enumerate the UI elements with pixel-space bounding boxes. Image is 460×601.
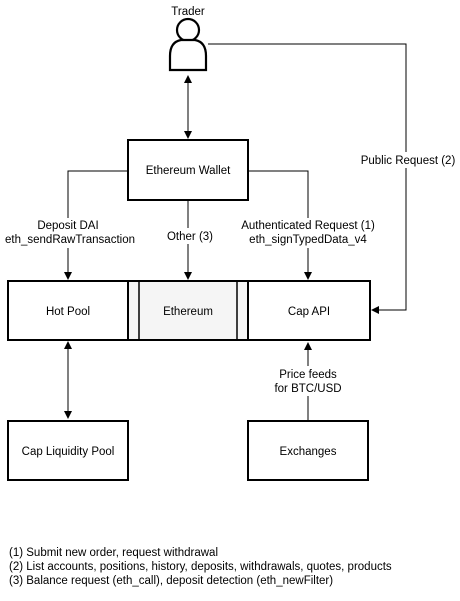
public-request-label-bg	[356, 152, 460, 168]
exchanges-label: Exchanges	[280, 446, 337, 458]
footnote-1: (1) Submit new order, request withdrawal	[9, 547, 219, 559]
cap-api-box	[247, 280, 371, 341]
ethereum-box	[127, 280, 249, 341]
public-request-edge	[208, 43, 407, 314]
price-feeds-label-bg	[268, 366, 350, 396]
cap-liquidity-pool-box	[7, 420, 129, 481]
footnote-3: (3) Balance request (eth_call), deposit …	[9, 575, 334, 587]
ethereum-wallet-box	[127, 139, 249, 201]
authenticated-label-line2: eth_signTypedData_v4	[249, 234, 367, 246]
other-label-bg	[162, 228, 216, 244]
other-label: Other (3)	[167, 231, 213, 243]
cap-api-label: Cap API	[288, 306, 330, 318]
deposit-label-line1: Deposit DAI	[37, 220, 98, 232]
trader-icon	[168, 17, 208, 72]
price-feeds-label-line2: for BTC/USD	[274, 383, 341, 395]
ethereum-wallet-label: Ethereum Wallet	[146, 165, 231, 177]
hot-pool-box	[7, 280, 129, 341]
price-feeds-label-line1: Price feeds	[279, 369, 337, 381]
footnotes: (1) Submit new order, request withdrawal…	[9, 546, 459, 588]
trader-label: Trader	[171, 6, 205, 18]
ethereum-label: Ethereum	[163, 306, 213, 318]
authenticated-label-line1: Authenticated Request (1)	[241, 220, 375, 232]
public-request-label: Public Request (2)	[361, 155, 456, 167]
authenticated-label-bg	[236, 218, 380, 248]
deposit-label-bg	[4, 218, 134, 248]
footnote-2: (2) List accounts, positions, history, d…	[9, 561, 392, 573]
hot-pool-label: Hot Pool	[46, 306, 90, 318]
cap-liquidity-pool-label: Cap Liquidity Pool	[22, 446, 115, 458]
exchanges-box	[247, 420, 369, 481]
deposit-label-line2: eth_sendRawTransaction	[5, 234, 135, 246]
